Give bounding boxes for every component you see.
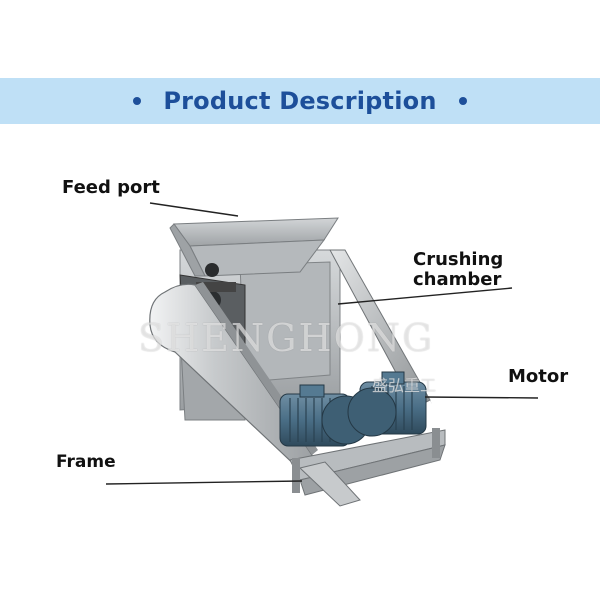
- frame-label: Frame: [56, 452, 116, 472]
- watermark-chinese: 盛弘重工: [372, 376, 437, 395]
- banner-title: Product Description: [163, 87, 437, 115]
- crushing-chamber-label: Crushing chamber: [413, 250, 503, 290]
- feed-port-hopper: [169, 217, 339, 277]
- bullet-left-icon: [133, 97, 142, 105]
- motor-right: [347, 371, 427, 437]
- feed-port-label: Feed port: [62, 177, 160, 198]
- crushing-label-line2: chamber: [413, 269, 502, 290]
- watermark-latin: SHENGHONG: [138, 316, 435, 360]
- motor-label: Motor: [508, 366, 569, 387]
- frame-base: [289, 428, 446, 507]
- product-description-banner: Product Description: [0, 78, 600, 124]
- bullet-right-icon: [458, 97, 467, 105]
- crushing-label-line1: Crushing: [413, 249, 504, 270]
- banner-content: Product Description: [133, 87, 467, 115]
